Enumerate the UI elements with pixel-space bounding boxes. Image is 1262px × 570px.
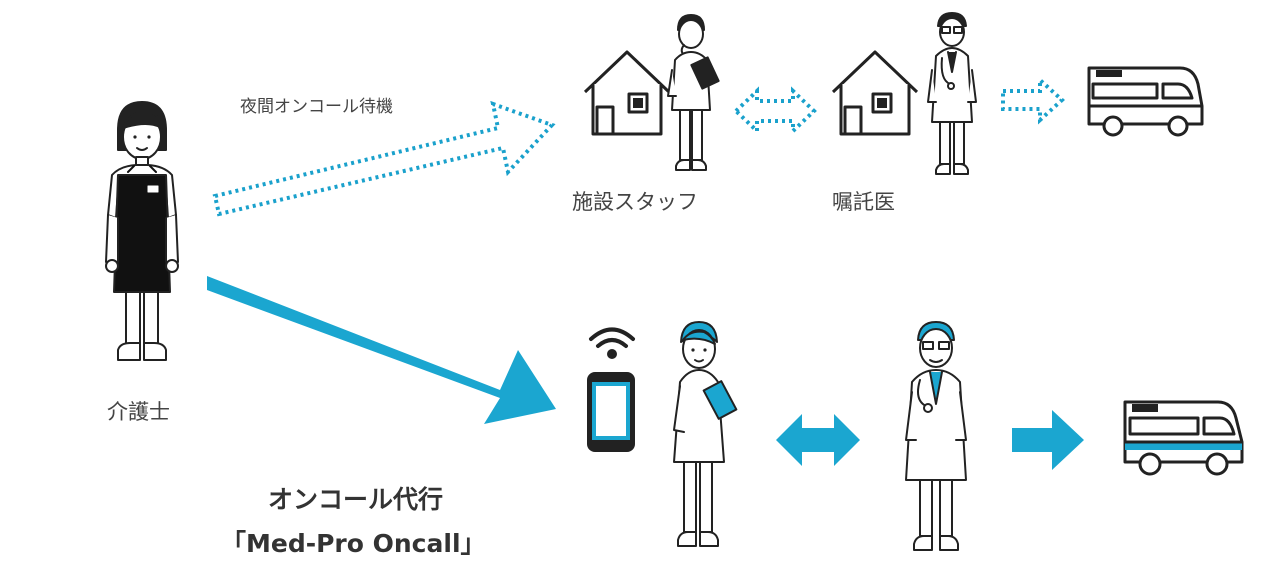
caregiver-figure-icon	[105, 101, 179, 361]
contracted-doctor-label: 嘱託医	[832, 190, 895, 214]
nurse-figure-icon	[667, 14, 720, 171]
dotted-arrow-icon	[1001, 75, 1065, 125]
caregiver-label: 介護士	[107, 400, 170, 424]
facility-staff-label: 施設スタッフ	[572, 190, 698, 214]
ambulance-icon	[1087, 66, 1204, 137]
house-icon	[583, 50, 671, 136]
doctor-figure-icon	[905, 321, 967, 551]
dotted-arrow-icon	[212, 100, 556, 217]
house-icon	[831, 50, 919, 136]
dotted-double-arrow-icon	[733, 86, 817, 136]
arrow-icon	[207, 276, 556, 424]
night-oncall-label: 夜間オンコール待機	[240, 97, 393, 117]
service-name: 「Med-Pro Oncall」	[221, 529, 486, 558]
nurse-figure-icon	[673, 321, 738, 547]
ambulance-icon	[1123, 400, 1244, 476]
smartphone-icon	[587, 372, 635, 452]
service-title: オンコール代行	[268, 485, 444, 514]
double-arrow-icon	[776, 414, 860, 466]
wifi-signal-icon	[589, 327, 635, 359]
doctor-figure-icon	[927, 12, 977, 175]
arrow-icon	[1012, 410, 1084, 470]
